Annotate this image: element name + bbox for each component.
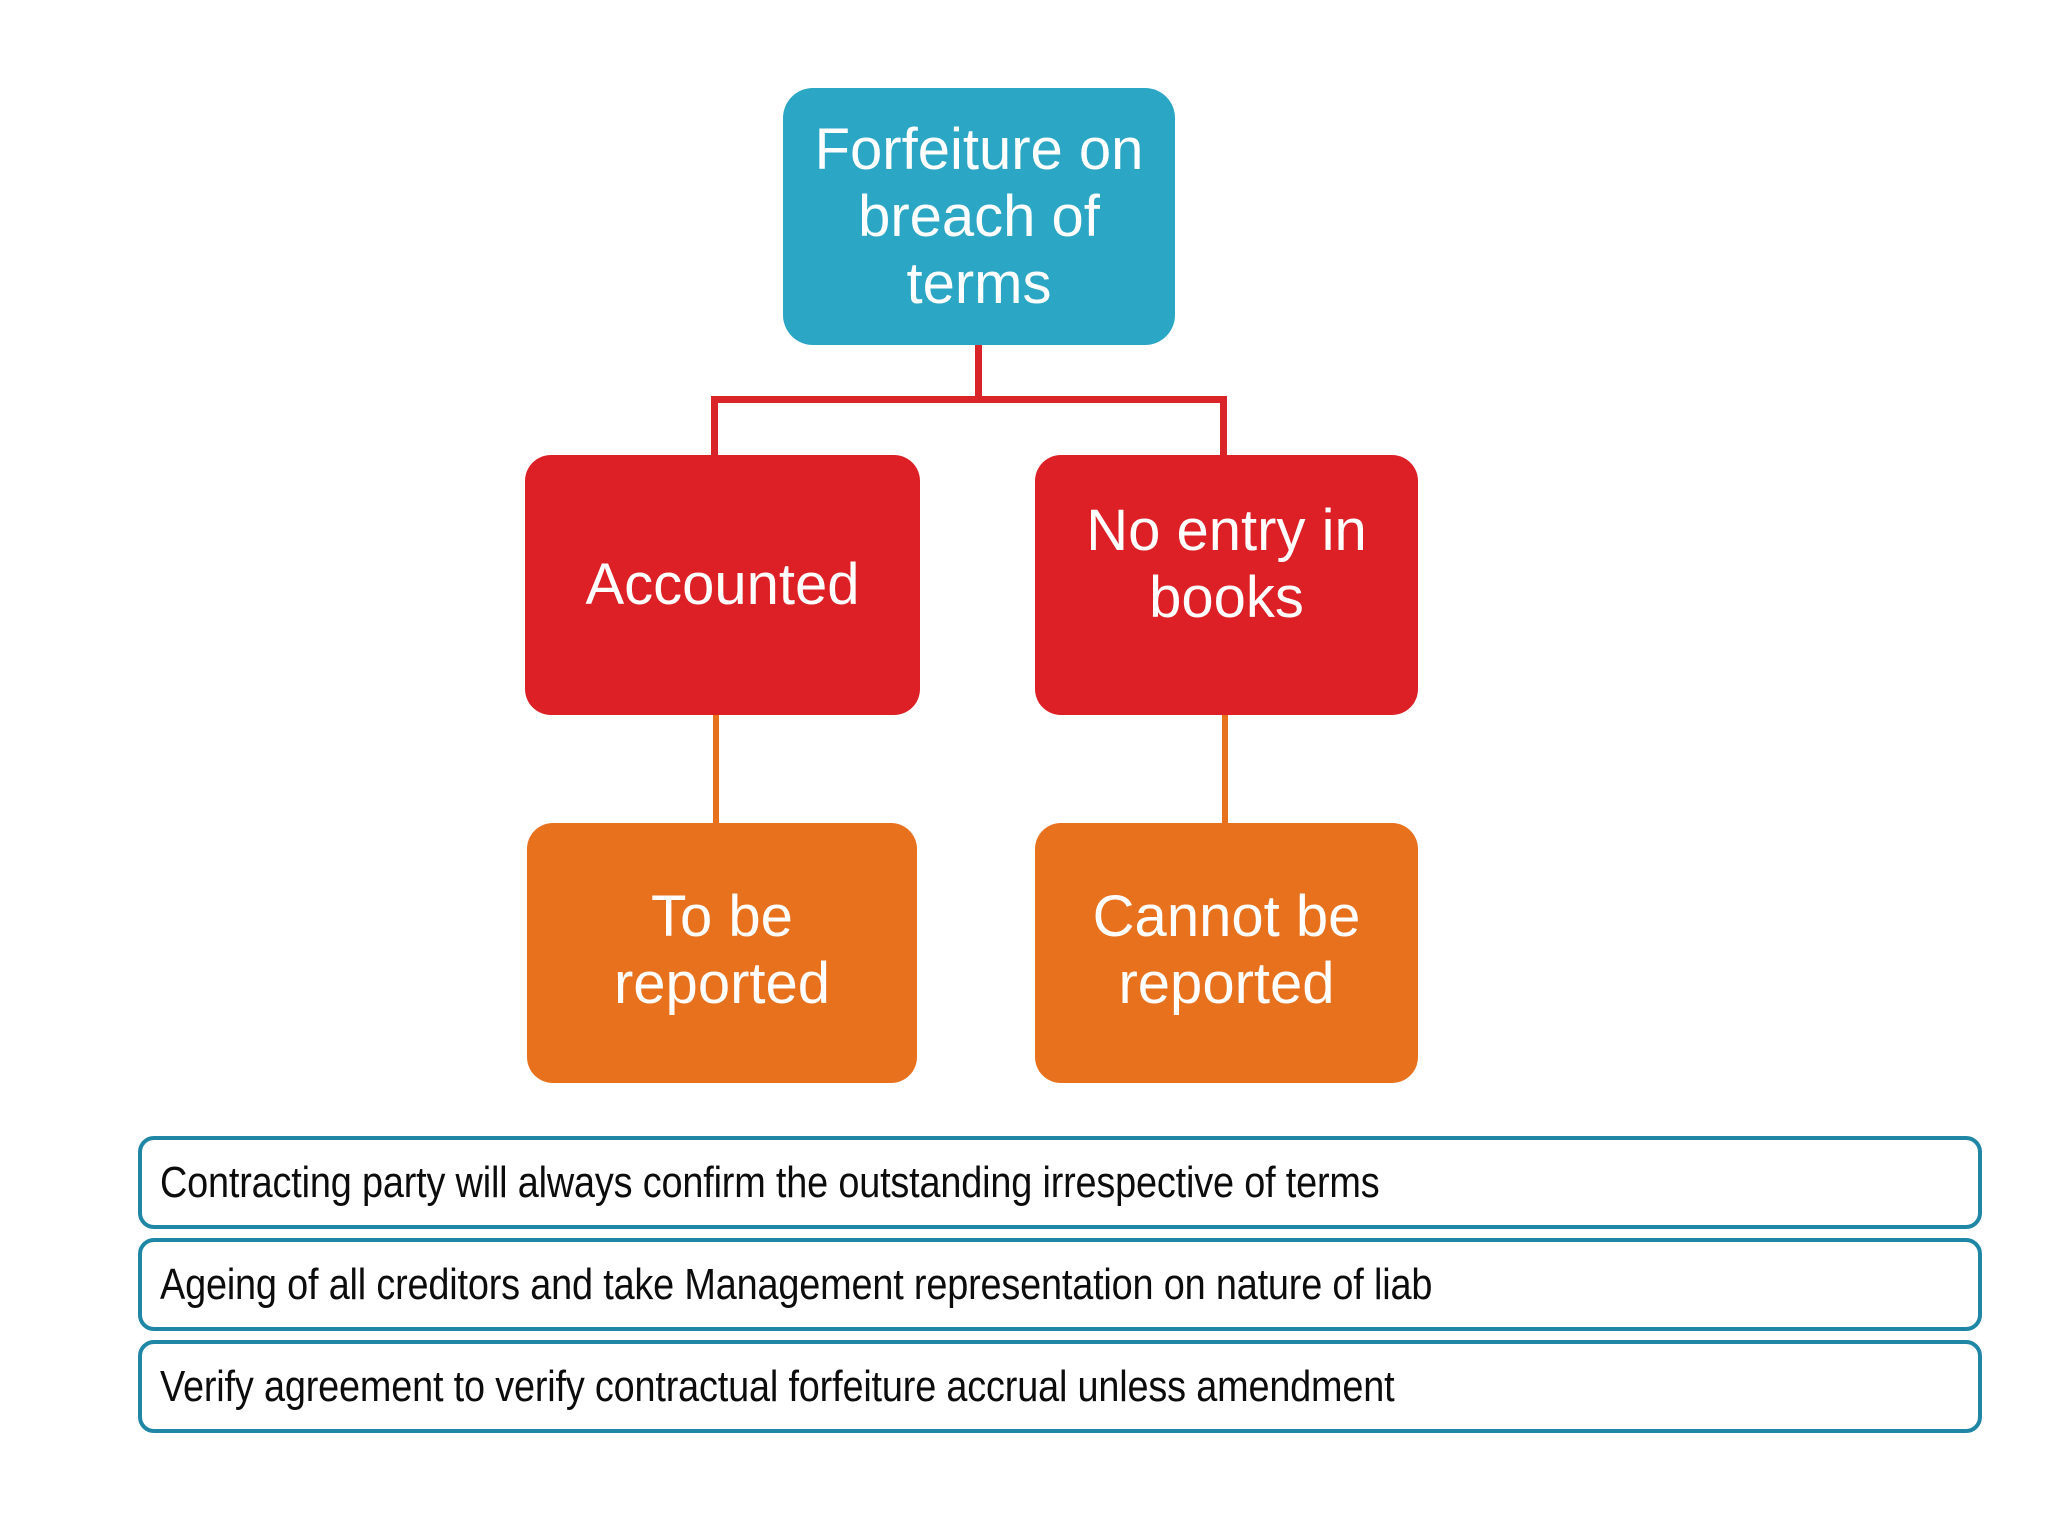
connector-to-no-entry-in-books xyxy=(1220,396,1227,458)
note-row[interactable]: Ageing of all creditors and take Managem… xyxy=(138,1238,1982,1331)
connector-root-stem xyxy=(975,345,982,402)
connector-to-accounted xyxy=(711,396,718,458)
node-accounted[interactable]: Accounted xyxy=(525,455,920,715)
node-label-no-entry-in-books: No entry in books xyxy=(1086,498,1367,631)
node-label-root: Forfeiture on breach of terms xyxy=(814,116,1144,317)
note-row[interactable]: Contracting party will always confirm th… xyxy=(138,1136,1982,1229)
note-row[interactable]: Verify agreement to verify contractual f… xyxy=(138,1340,1982,1433)
node-label-to-be-reported: To be reported xyxy=(613,884,831,1017)
node-cannot-be-reported[interactable]: Cannot be reported xyxy=(1035,823,1418,1083)
note-text: Verify agreement to verify contractual f… xyxy=(160,1361,1395,1411)
note-text: Contracting party will always confirm th… xyxy=(160,1157,1380,1207)
connector-accounted-to-to-be-reported xyxy=(713,714,719,826)
node-label-accounted: Accounted xyxy=(585,552,860,618)
connector-horizontal-bar xyxy=(711,396,1227,403)
node-no-entry-in-books[interactable]: No entry in books xyxy=(1035,455,1418,715)
node-to-be-reported[interactable]: To be reported xyxy=(527,823,917,1083)
notes-list: Contracting party will always confirm th… xyxy=(138,1136,1982,1442)
connector-no-entry-to-cannot-be-reported xyxy=(1222,714,1228,826)
node-label-cannot-be-reported: Cannot be reported xyxy=(1092,884,1361,1017)
node-forfeiture-on-breach-of-terms[interactable]: Forfeiture on breach of terms xyxy=(783,88,1175,345)
note-text: Ageing of all creditors and take Managem… xyxy=(160,1259,1433,1309)
